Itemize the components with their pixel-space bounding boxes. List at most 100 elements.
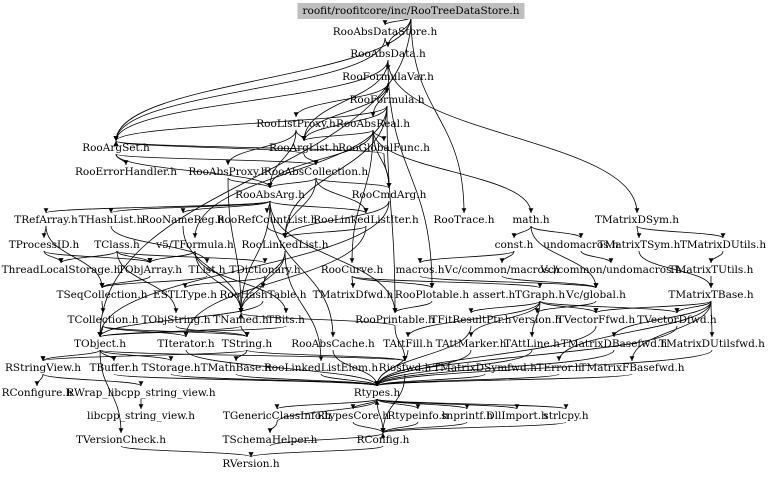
node-rwrap-libcpp-string-view-h[interactable]: RWrap_libcpp_string_view.h bbox=[66, 387, 216, 399]
edge-rooformulavar-h-to-roolistproxy-h bbox=[293, 82, 389, 118]
node-tnamed-h[interactable]: TNamed.h bbox=[213, 314, 269, 326]
node-tmatrixtsym-h[interactable]: TMatrixTSym.h bbox=[597, 239, 681, 251]
node-tvectordfwd-h[interactable]: TVectorDfwd.h bbox=[637, 314, 717, 326]
node-rooabsdatastore-h[interactable]: RooAbsDataStore.h bbox=[332, 26, 438, 38]
node-tvectorffwd-h[interactable]: TVectorFfwd.h bbox=[556, 314, 636, 326]
node-rtypes-h[interactable]: Rtypes.h bbox=[353, 387, 401, 399]
node-rooformula-h[interactable]: RooFormula.h bbox=[349, 94, 425, 106]
node-tmatrixfbasefwd-h[interactable]: TMatrixFBasefwd.h bbox=[579, 362, 685, 374]
node-roocurve-h[interactable]: RooCurve.h bbox=[320, 264, 384, 276]
node-tattmarker-h[interactable]: TAttMarker.h bbox=[435, 338, 507, 350]
edge-tgenericclassinfo-h-to-tschemahelper-h bbox=[267, 421, 278, 434]
node-trefarray-h[interactable]: TRefArray.h bbox=[14, 214, 78, 226]
node-tmathbase-h[interactable]: TMathBase.h bbox=[200, 362, 272, 374]
graph-root-node[interactable]: roofit/roofitcore/inc/RooTreeDataStore.h bbox=[297, 3, 525, 19]
node-rooabsdata-h[interactable]: RooAbsData.h bbox=[350, 48, 426, 60]
node-vc-common-undomacros-h[interactable]: Vc/common/undomacros.h bbox=[540, 264, 682, 276]
node-thashlist-h[interactable]: THashList.h bbox=[78, 214, 144, 226]
node-tmatrixdsym-h[interactable]: TMatrixDSym.h bbox=[594, 214, 680, 226]
node-roolistproxy-h[interactable]: RooListProxy.h bbox=[256, 118, 336, 130]
node-assert-h[interactable]: assert.h bbox=[472, 289, 516, 301]
node-tmatrixdutilsfwd-h[interactable]: TMatrixDUtilsfwd.h bbox=[659, 338, 765, 350]
node-roohashtable-h[interactable]: RooHashTable.h bbox=[219, 289, 307, 301]
node-tversioncheck-h[interactable]: TVersionCheck.h bbox=[75, 434, 167, 446]
node-rooargset-h[interactable]: RooArgSet.h bbox=[82, 142, 150, 154]
node-tobjarray-h[interactable]: TObjArray.h bbox=[117, 264, 183, 276]
node-rooabscache-h[interactable]: RooAbsCache.h bbox=[291, 338, 375, 350]
node-macros-h[interactable]: macros.h bbox=[395, 264, 445, 276]
node-rooglobalfunc-h[interactable]: RooGlobalFunc.h bbox=[338, 142, 430, 154]
edge-rooabsarg-h-to-trefarray-h bbox=[43, 200, 271, 214]
node-rtypescore-h[interactable]: RtypesCore.h bbox=[316, 410, 390, 422]
node-tmatrixdfwd-h[interactable]: TMatrixDfwd.h bbox=[312, 289, 394, 301]
node-roocmdarg-h[interactable]: RooCmdArg.h bbox=[351, 189, 427, 201]
node-snprintf-h[interactable]: snprintf.h bbox=[441, 410, 493, 422]
node-roorefcountlist-h[interactable]: RooRefCountList.h bbox=[216, 214, 318, 226]
edge-tmatrixdbasefwd-h-to-rtypes-h bbox=[374, 349, 615, 387]
node-rooformulavar-h[interactable]: RooFormulaVar.h bbox=[342, 71, 434, 83]
node-rooabsreal-h[interactable]: RooAbsReal.h bbox=[335, 118, 411, 130]
node-rooabsarg-h[interactable]: RooAbsArg.h bbox=[235, 189, 305, 201]
node-tfitresultptr-h[interactable]: TFitResultPtr.h bbox=[430, 314, 512, 326]
node-tschemahelper-h[interactable]: TSchemaHelper.h bbox=[222, 434, 318, 446]
node-terror-h[interactable]: TError.h bbox=[536, 362, 582, 374]
node-rooabsproxy-h[interactable]: RooAbsProxy.h bbox=[188, 166, 268, 178]
node-titerator-h[interactable]: TIterator.h bbox=[157, 338, 215, 350]
node-vc-common-macros-h[interactable]: Vc/common/macros.h bbox=[444, 264, 560, 276]
node-threadlocalstorage-h[interactable]: ThreadLocalStorage.h bbox=[1, 264, 121, 276]
node-undomacros-h[interactable]: undomacros.h bbox=[543, 239, 619, 251]
node-rstringview-h[interactable]: RStringView.h bbox=[5, 362, 81, 374]
node-roolinkedlist-h[interactable]: RooLinkedList.h bbox=[241, 239, 329, 251]
node-riosfwd-h[interactable]: Riosfwd.h bbox=[378, 362, 432, 374]
node-tcollection-h[interactable]: TCollection.h bbox=[67, 314, 139, 326]
node-libcpp-string-view-h[interactable]: libcpp_string_view.h bbox=[86, 410, 196, 422]
node-roolinkedlistelem-h[interactable]: RooLinkedListElem.h bbox=[263, 362, 379, 374]
node-v5-tformula-h[interactable]: v5/TFormula.h bbox=[156, 239, 234, 251]
node-tstorage-h[interactable]: TStorage.h bbox=[141, 362, 201, 374]
edge-rooabsproxy-h-to-tnamed-h bbox=[227, 177, 244, 314]
node-rversion-h[interactable]: RVersion.h bbox=[222, 458, 280, 470]
node-rconfigure-h[interactable]: RConfigure.h bbox=[1, 387, 73, 399]
node-tattline-h[interactable]: TAttLine.h bbox=[504, 338, 560, 350]
node-strlcpy-h[interactable]: strlcpy.h bbox=[543, 410, 589, 422]
node-tbuffer-h[interactable]: TBuffer.h bbox=[89, 362, 139, 374]
node-tmatrixtutils-h[interactable]: TMatrixTUtils.h bbox=[668, 264, 754, 276]
node-tattfill-h[interactable]: TAttFill.h bbox=[383, 338, 433, 350]
node-rooarglist-h[interactable]: RooArgList.h bbox=[269, 142, 339, 154]
node-tdictionary-h[interactable]: TDictionary.h bbox=[229, 264, 301, 276]
node-tmatrixtbase-h[interactable]: TMatrixTBase.h bbox=[668, 289, 754, 301]
edge-tdictionary-h-to-estltype-h bbox=[182, 275, 266, 289]
node-tmatrixdutils-h[interactable]: TMatrixDUtils.h bbox=[679, 239, 767, 251]
node-rootrace-h[interactable]: RooTrace.h bbox=[433, 214, 495, 226]
node-tobject-h[interactable]: TObject.h bbox=[73, 338, 127, 350]
node-rooplotable-h[interactable]: RooPlotable.h bbox=[394, 289, 470, 301]
node-tseqcollection-h[interactable]: TSeqCollection.h bbox=[56, 289, 148, 301]
node-dllimport-h[interactable]: DllImport.h bbox=[486, 410, 548, 422]
node-tobjstring-h[interactable]: TObjString.h bbox=[141, 314, 211, 326]
node-roolinkedlistiter-h[interactable]: RooLinkedListIter.h bbox=[313, 214, 419, 226]
node-rooprintable-h[interactable]: RooPrintable.h bbox=[355, 314, 435, 326]
node-tgenericclassinfo-h[interactable]: TGenericClassInfo.h bbox=[222, 410, 332, 422]
node-tlist-h[interactable]: TList.h bbox=[188, 264, 226, 276]
node-rtypeinfo-h[interactable]: Rtypeinfo.h bbox=[387, 410, 449, 422]
edge-rooabsarg-h-to-roolinkedlistiter-h bbox=[269, 200, 369, 214]
node-math-h[interactable]: math.h bbox=[512, 214, 550, 226]
node-rooabscollection-h[interactable]: RooAbsCollection.h bbox=[263, 166, 369, 178]
node-tprocessid-h[interactable]: TProcessID.h bbox=[8, 239, 80, 251]
node-tmatrixdbasefwd-h[interactable]: TMatrixDBasefwd.h bbox=[560, 338, 668, 350]
node-estltype-h[interactable]: ESTLType.h bbox=[153, 289, 217, 301]
node-tclass-h[interactable]: TClass.h bbox=[94, 239, 140, 251]
node-roonamereg-h[interactable]: RooNameReg.h bbox=[141, 214, 225, 226]
node-rooerrorhandler-h[interactable]: RooErrorHandler.h bbox=[74, 166, 178, 178]
edge-rooabsdata-h-to-rooplotable-h bbox=[387, 59, 435, 289]
node-tgraph-h[interactable]: TGraph.h bbox=[514, 289, 566, 301]
node-tstring-h[interactable]: TString.h bbox=[221, 338, 273, 350]
node-version-h[interactable]: version.h bbox=[512, 314, 562, 326]
edge-roolistproxy-h-to-rooarglist-h bbox=[295, 129, 307, 142]
node-tmatrixdsymfwd-h[interactable]: TMatrixDSymfwd.h bbox=[433, 362, 537, 374]
node-rconfig-h[interactable]: RConfig.h bbox=[356, 434, 410, 446]
node-tbits-h[interactable]: TBits.h bbox=[267, 314, 305, 326]
node-const-h[interactable]: const.h bbox=[494, 239, 534, 251]
node-vc-global-h[interactable]: Vc/global.h bbox=[566, 289, 626, 301]
edge-tmatrixdsym-h-to-tmatrixtsym-h bbox=[636, 225, 642, 239]
